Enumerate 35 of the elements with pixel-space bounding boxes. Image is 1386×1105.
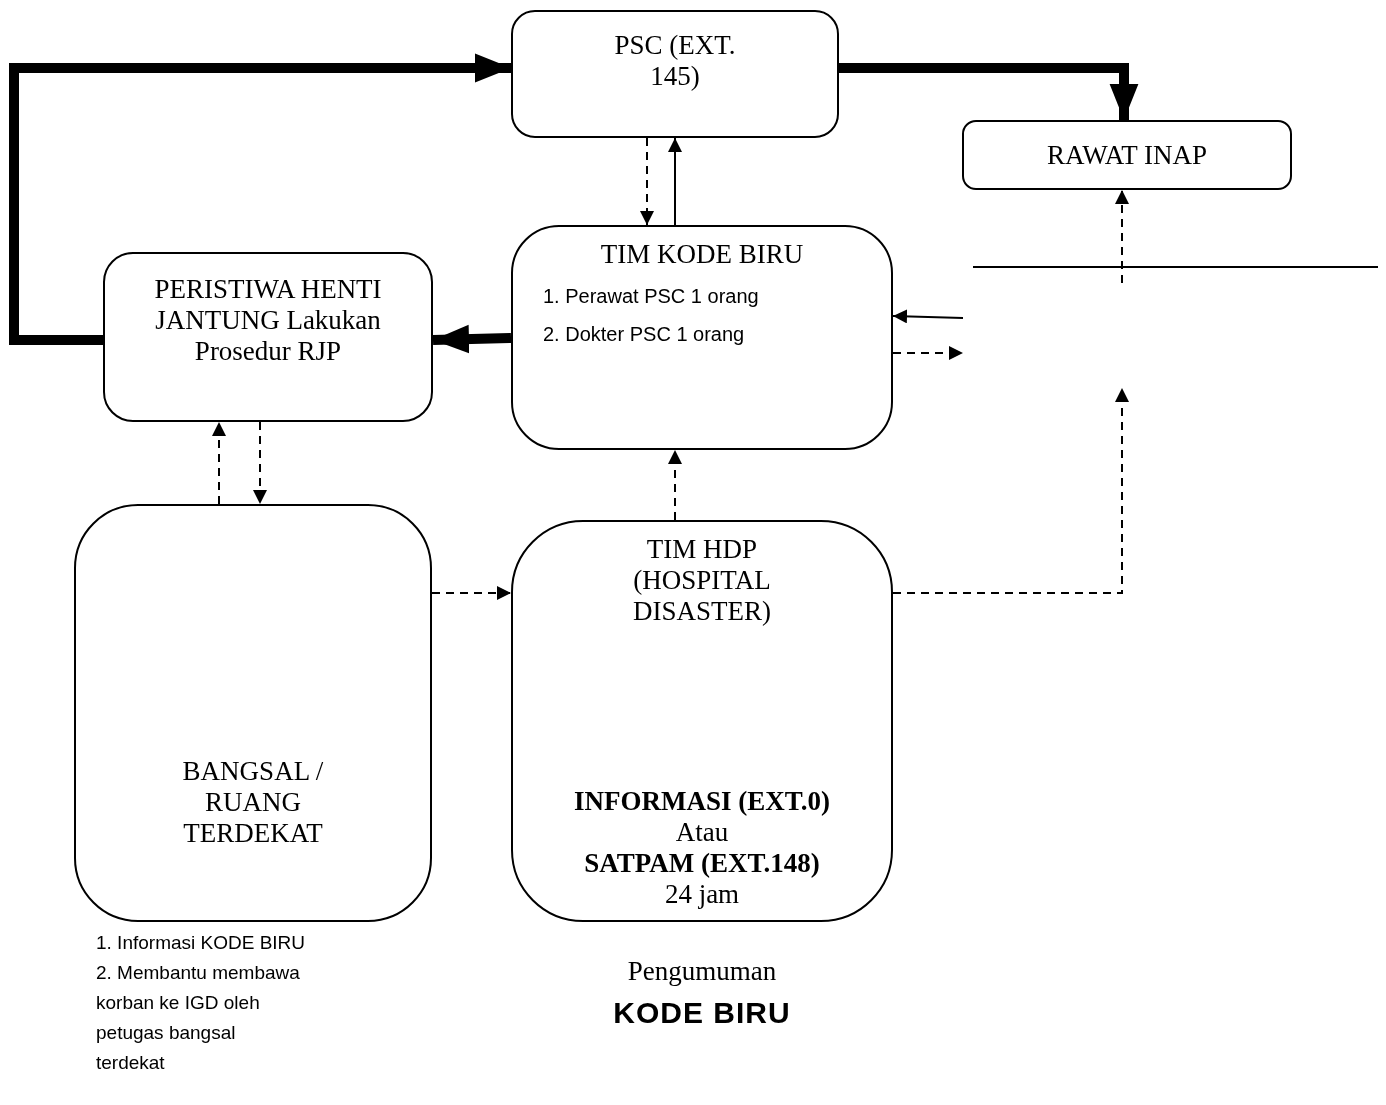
list-item: 1. Informasi KODE BIRU bbox=[96, 931, 307, 955]
node-label: KODE BIRU bbox=[612, 996, 792, 1030]
arrow bbox=[892, 346, 964, 360]
arrow bbox=[668, 137, 682, 226]
box-label: 24 jam bbox=[664, 879, 740, 910]
box-label: TIM KODE BIRU bbox=[600, 239, 804, 270]
list-item: 2. Membantu membawa korban ke IGD oleh petugas bangsal terdekat bbox=[96, 961, 301, 1075]
arrow bbox=[1115, 189, 1129, 284]
process-box bbox=[511, 225, 893, 450]
process-box bbox=[103, 252, 433, 422]
list-item: 2. Dokter PSC 1 orang bbox=[543, 322, 745, 346]
arrow bbox=[9, 53, 511, 345]
box-label: SATPAM (EXT.148) bbox=[584, 848, 820, 879]
arrow bbox=[432, 324, 512, 354]
arrow bbox=[892, 309, 964, 324]
box-label: PSC (EXT. 145) bbox=[613, 30, 737, 92]
box-label: BANGSAL / RUANG TERDEKAT bbox=[181, 756, 325, 849]
box-label: TIM HDP (HOSPITAL DISASTER) bbox=[632, 534, 772, 627]
node-label: Pengumuman bbox=[626, 956, 778, 987]
arrow bbox=[892, 387, 1129, 594]
box-label: Atau bbox=[675, 817, 729, 848]
box-label: PERISTIWA HENTI JANTUNG Lakukan Prosedur RJP bbox=[153, 274, 383, 367]
process-box bbox=[511, 520, 893, 922]
arrow bbox=[212, 421, 226, 505]
arrow bbox=[640, 137, 654, 226]
arrow bbox=[668, 449, 682, 521]
process-box bbox=[962, 120, 1292, 190]
list-item: 1. Perawat PSC 1 orang bbox=[543, 284, 759, 308]
arrow bbox=[253, 421, 267, 505]
box-label: INFORMASI (EXT.0) bbox=[574, 786, 830, 817]
arrow bbox=[431, 586, 512, 600]
arrow bbox=[839, 63, 1139, 120]
process-box bbox=[74, 504, 432, 922]
box-label: RAWAT INAP bbox=[1046, 140, 1208, 171]
process-box bbox=[511, 10, 839, 138]
